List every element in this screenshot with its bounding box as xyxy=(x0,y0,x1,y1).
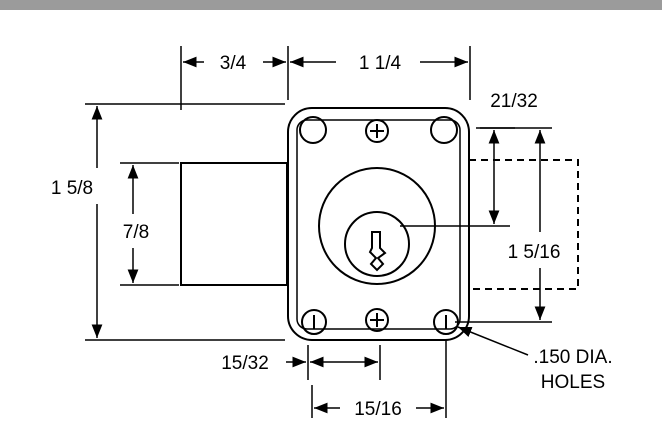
dim-hole-spacing-horizontal: 15/16 xyxy=(354,399,402,420)
screw-bottom xyxy=(365,308,389,332)
mounting-hole-left xyxy=(301,309,327,335)
dim-case-width: 1 1/4 xyxy=(359,53,402,74)
dim-body-height: 7/8 xyxy=(123,222,149,243)
top-bar xyxy=(0,0,662,10)
lock-body xyxy=(180,162,288,286)
lock-case xyxy=(287,107,470,341)
dim-overall-height: 1 5/8 xyxy=(51,178,93,199)
bolt-outline xyxy=(469,159,579,290)
screw-top xyxy=(365,119,389,143)
corner-notch-top-right xyxy=(430,116,458,144)
dim-body-width: 3/4 xyxy=(220,53,247,74)
callout-holes-line2: HOLES xyxy=(541,372,605,393)
cylinder-inner xyxy=(344,211,410,277)
dim-key-offset: 21/32 xyxy=(490,91,538,112)
mounting-hole-right xyxy=(433,309,459,335)
corner-notch-top-left xyxy=(299,116,327,144)
keyway-icon xyxy=(368,231,387,272)
dim-hole-inset: 15/32 xyxy=(221,353,269,374)
dim-hole-spacing-vertical: 1 5/16 xyxy=(508,242,561,263)
callout-holes-line1: .150 DIA. xyxy=(533,347,612,368)
